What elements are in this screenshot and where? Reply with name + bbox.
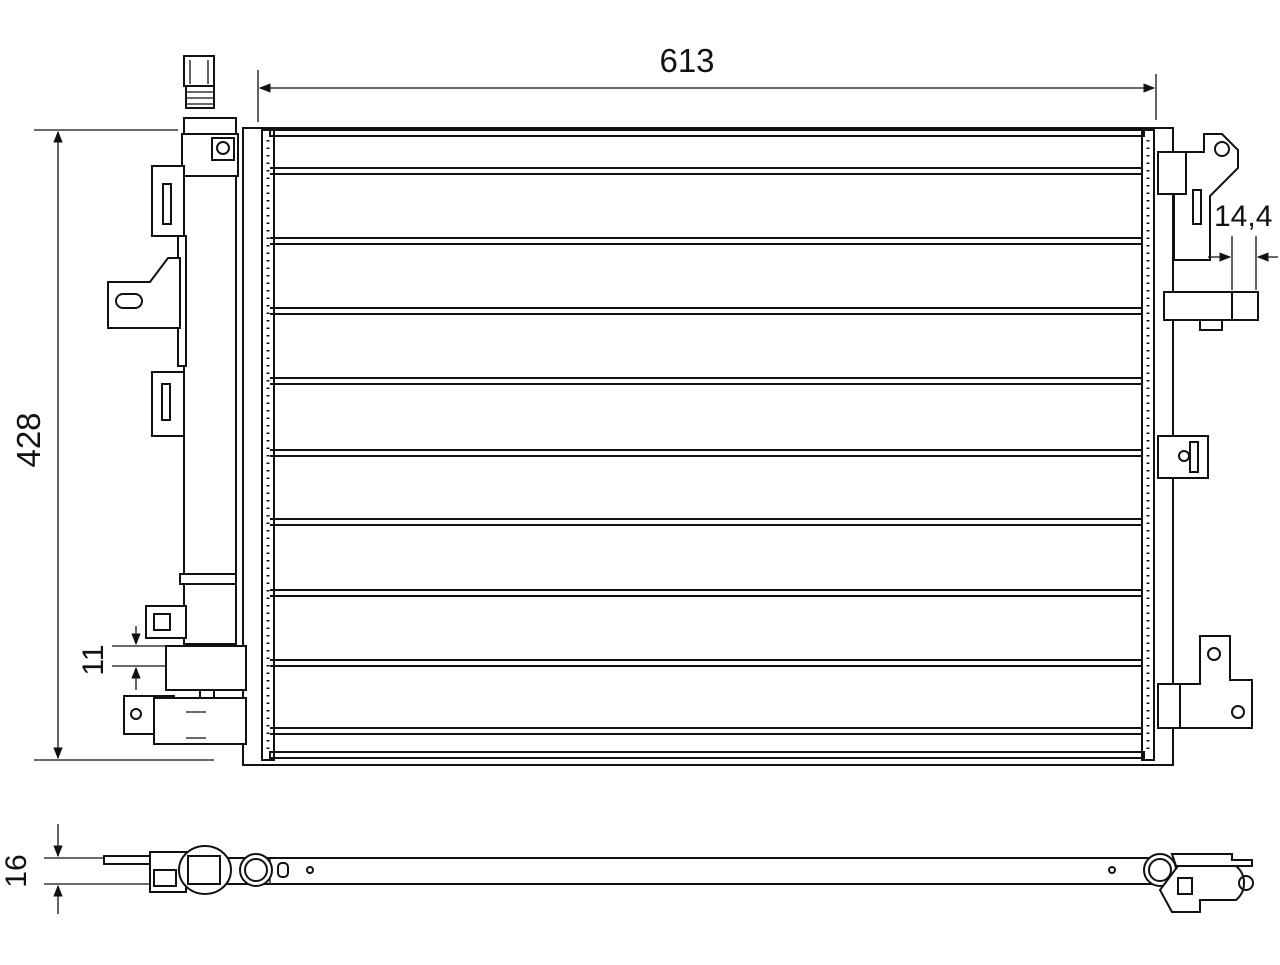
offset-11-label: 11: [77, 644, 110, 675]
offset-14-4-label: 14,4: [1214, 200, 1272, 233]
drier-lower-body: [183, 583, 237, 645]
drier-body: [183, 175, 237, 575]
offset-11-dimension: 11: [77, 626, 166, 690]
left-bracket-mid: [107, 257, 181, 329]
fin-rows: [270, 167, 1142, 735]
left-header-tank: [261, 129, 275, 761]
right-bracket-low: [1173, 635, 1253, 729]
right-brackets: [1157, 133, 1259, 729]
thickness-label: 16: [0, 854, 33, 887]
side-core: [181, 857, 1163, 885]
right-header-tank: [1141, 129, 1155, 761]
drier-fitting: [183, 55, 215, 87]
width-dimension: 613: [257, 42, 1157, 122]
drier-cap: [183, 117, 237, 135]
right-clip-low: [1157, 683, 1181, 729]
core-frame: [242, 127, 1174, 766]
front-view: 613 428 11 14,4: [10, 42, 1278, 766]
top-bar: [269, 129, 1145, 137]
drier-thread: [185, 85, 215, 109]
right-clip-top: [1157, 151, 1187, 195]
bottom-left-fittings: [123, 605, 247, 745]
right-bracket-mid: [1157, 435, 1209, 479]
height-dimension: 428: [10, 129, 214, 761]
left-bracket-top: [151, 165, 185, 237]
height-label: 428: [10, 412, 47, 467]
fitting-block-upper: [165, 645, 247, 691]
right-bracket-top: [1173, 133, 1239, 261]
drier-ring: [179, 573, 237, 585]
fitting-nut: [145, 605, 187, 639]
left-brackets: [107, 165, 187, 437]
side-view: 16: [0, 824, 1254, 914]
right-mount-block: [1163, 291, 1259, 321]
receiver-drier: [179, 55, 239, 645]
offset-14-4-dimension: 14,4: [1208, 200, 1278, 290]
width-label: 613: [659, 42, 714, 79]
side-right-tab: [1170, 853, 1253, 867]
drier-plug: [211, 137, 235, 161]
side-left-hexnut: [187, 855, 221, 885]
bottom-bar: [269, 751, 1145, 759]
left-bracket-low: [151, 371, 185, 437]
fitting-block-lower: [153, 697, 247, 745]
side-right-bracket: [1158, 865, 1246, 913]
